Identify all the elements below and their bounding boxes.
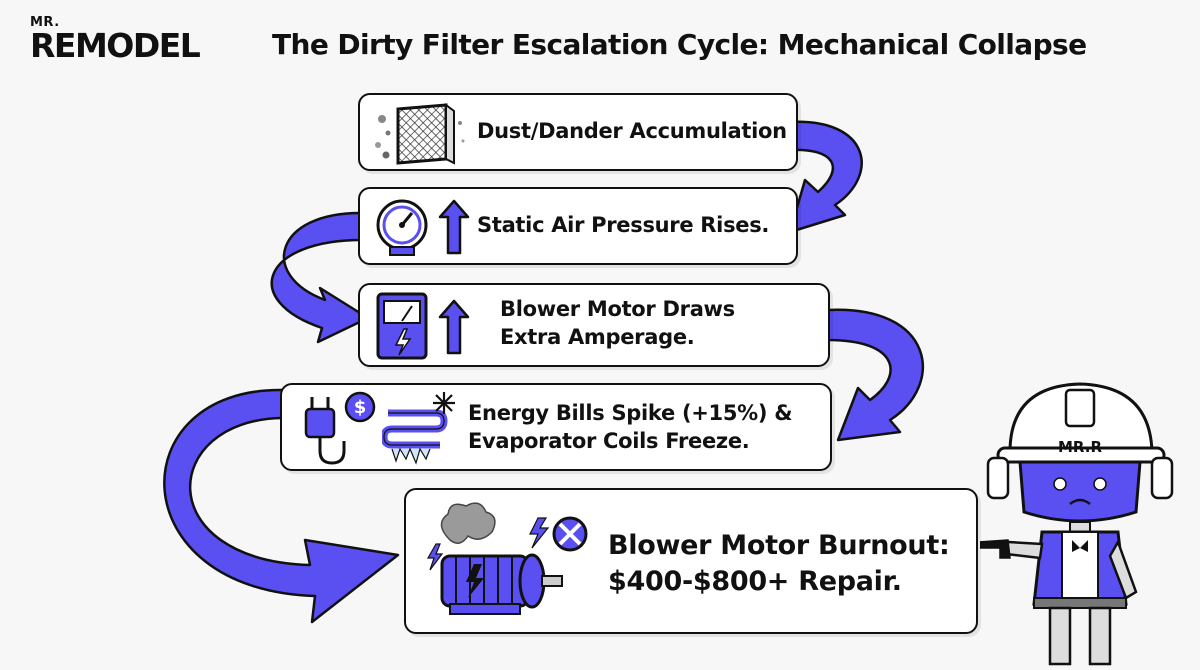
page-title: The Dirty Filter Escalation Cycle: Mecha…	[272, 28, 1087, 61]
ammeter-icon	[374, 291, 474, 365]
step-box-dust: Dust/Dander Accumulation	[358, 93, 798, 171]
step-4-label-line2: Evaporator Coils Freeze.	[468, 429, 750, 453]
step-box-pressure: Static Air Pressure Rises.	[358, 187, 798, 265]
cycle-arrow-2	[270, 211, 370, 344]
frozen-coil-icon	[380, 389, 462, 473]
step-box-energy: $ Energy Bills Spike (+15%) & Evaporator…	[280, 383, 832, 471]
brand-logo: MR. REMODEL	[30, 15, 201, 65]
step-3-label-line2: Extra Amperage.	[500, 325, 695, 349]
cycle-arrow-3	[826, 308, 925, 442]
plug-dollar-icon: $	[298, 389, 378, 473]
cycle-arrow-4	[163, 388, 400, 624]
mascot-hat-text: MR.R	[1058, 438, 1102, 456]
logo-bottom-text: REMODEL	[30, 26, 201, 65]
step-1-label: Dust/Dander Accumulation	[477, 119, 787, 143]
cycle-arrow-1	[788, 120, 863, 234]
step-4-label-line1: Energy Bills Spike (+15%) &	[468, 401, 793, 425]
step-box-burnout: Blower Motor Burnout: $400-$800+ Repair.	[404, 488, 978, 634]
air-filter-icon	[368, 101, 468, 171]
step-2-label: Static Air Pressure Rises.	[477, 213, 770, 237]
step-5-label-line2: $400-$800+ Repair.	[608, 566, 902, 597]
logo-top-text: MR.	[30, 15, 60, 30]
step-5-label-line1: Blower Motor Burnout:	[608, 530, 950, 561]
pressure-gauge-icon	[374, 195, 474, 265]
step-box-amperage: Blower Motor Draws Extra Amperage.	[358, 283, 830, 367]
burnt-motor-icon	[420, 500, 600, 632]
step-3-label-line1: Blower Motor Draws	[500, 297, 735, 321]
mascot-robot: MR.R	[980, 382, 1174, 666]
svg-text:$: $	[354, 397, 367, 418]
